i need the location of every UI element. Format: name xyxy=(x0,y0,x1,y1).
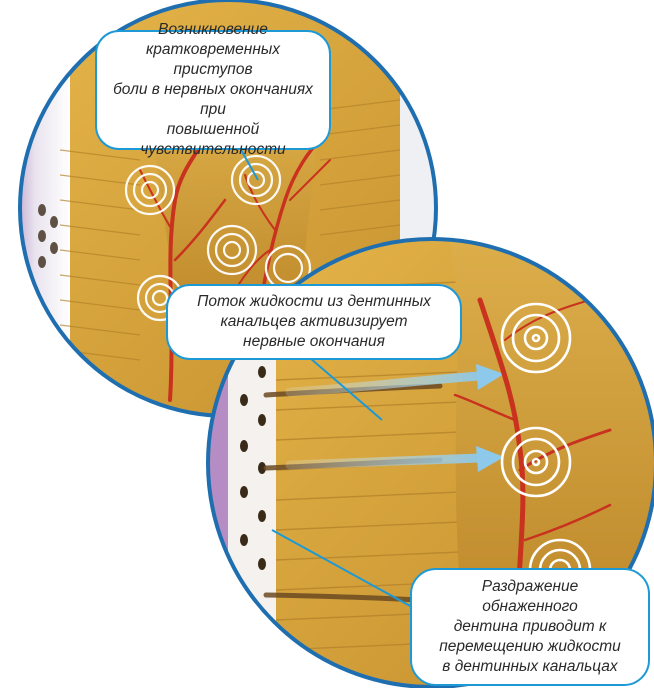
callout-flow-line: Поток жидкости из дентинных xyxy=(197,292,431,312)
callout-irritation-line: в дентинных канальцах xyxy=(439,657,620,677)
callout-irritation-line: перемещению жидкости xyxy=(439,637,620,657)
callout-irritation-line: Раздражение xyxy=(439,577,620,597)
callout-flow-line: нервные окончания xyxy=(197,332,431,352)
callout-pain-line: боли в нервных окончаниях при xyxy=(107,80,319,120)
callout-pain-line: кратковременных приступов xyxy=(107,40,319,80)
callout-pain-line: Возникновение xyxy=(107,20,319,40)
callout-irritation-line: дентина приводит к xyxy=(439,617,620,637)
callout-fluid-flow: Поток жидкости из дентинных канальцев ак… xyxy=(166,284,462,360)
callout-irritation-line: обнаженного xyxy=(439,597,620,617)
callout-pain-line: повышенной чувствительности xyxy=(107,120,319,160)
callout-irritation: Раздражение обнаженного дентина приводит… xyxy=(410,568,650,686)
callout-flow-line: канальцев активизирует xyxy=(197,312,431,332)
callout-pain: Возникновение кратковременных приступов … xyxy=(95,30,331,150)
